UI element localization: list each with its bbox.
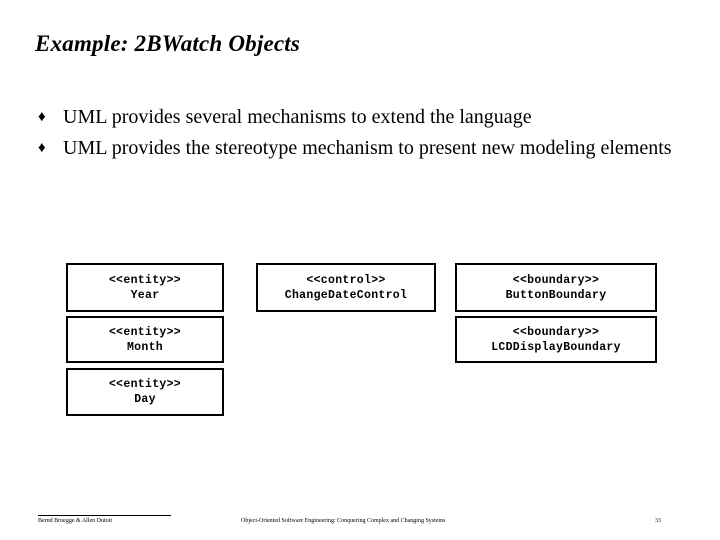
uml-class-box-day: <<entity>> Day	[66, 368, 224, 416]
uml-class-box-lcddisplayboundary: <<boundary>> LCDDisplayBoundary	[455, 316, 657, 363]
uml-class-name-label: Year	[130, 288, 160, 302]
uml-class-name-label: Month	[126, 340, 163, 354]
uml-class-name-label: ButtonBoundary	[505, 288, 607, 302]
footer-divider	[38, 515, 171, 516]
uml-class-name-label: Day	[134, 393, 156, 406]
footer-author: Bernd Bruegge & Allen Dutoit	[38, 518, 112, 524]
uml-stereotype-label: <<boundary>>	[512, 273, 600, 287]
uml-stereotype-label: <<entity>>	[108, 273, 181, 287]
uml-class-box-buttonboundary: <<boundary>> ButtonBoundary	[455, 263, 657, 312]
page-title: Example: 2BWatch Objects	[35, 31, 301, 56]
uml-stereotype-label: <<entity>>	[108, 325, 181, 339]
uml-stereotype-label: <<boundary>>	[512, 325, 600, 339]
diamond-bullet-icon: ♦	[38, 109, 46, 125]
uml-class-name-label: ChangeDateControl	[284, 288, 408, 302]
list-item: ♦ UML provides the stereotype mechanism …	[34, 135, 684, 161]
uml-stereotype-label: <<control>>	[306, 273, 386, 287]
uml-class-name-label: LCDDisplayBoundary	[491, 340, 621, 354]
list-item-label: UML provides the stereotype mechanism to…	[63, 137, 672, 159]
footer-page-number: 33	[655, 518, 661, 524]
uml-class-box-changedatecontrol: <<control>> ChangeDateControl	[256, 263, 436, 312]
uml-stereotype-label: <<entity>>	[108, 378, 181, 391]
list-item: ♦ UML provides several mechanisms to ext…	[34, 104, 684, 130]
list-item-label: UML provides several mechanisms to exten…	[63, 106, 532, 128]
uml-class-box-year: <<entity>> Year	[66, 263, 224, 312]
footer-book-title: Object-Oriented Software Engineering: Co…	[241, 518, 446, 524]
diamond-bullet-icon: ♦	[38, 140, 46, 156]
bullet-list: ♦ UML provides several mechanisms to ext…	[34, 104, 684, 166]
uml-class-box-month: <<entity>> Month	[66, 316, 224, 363]
